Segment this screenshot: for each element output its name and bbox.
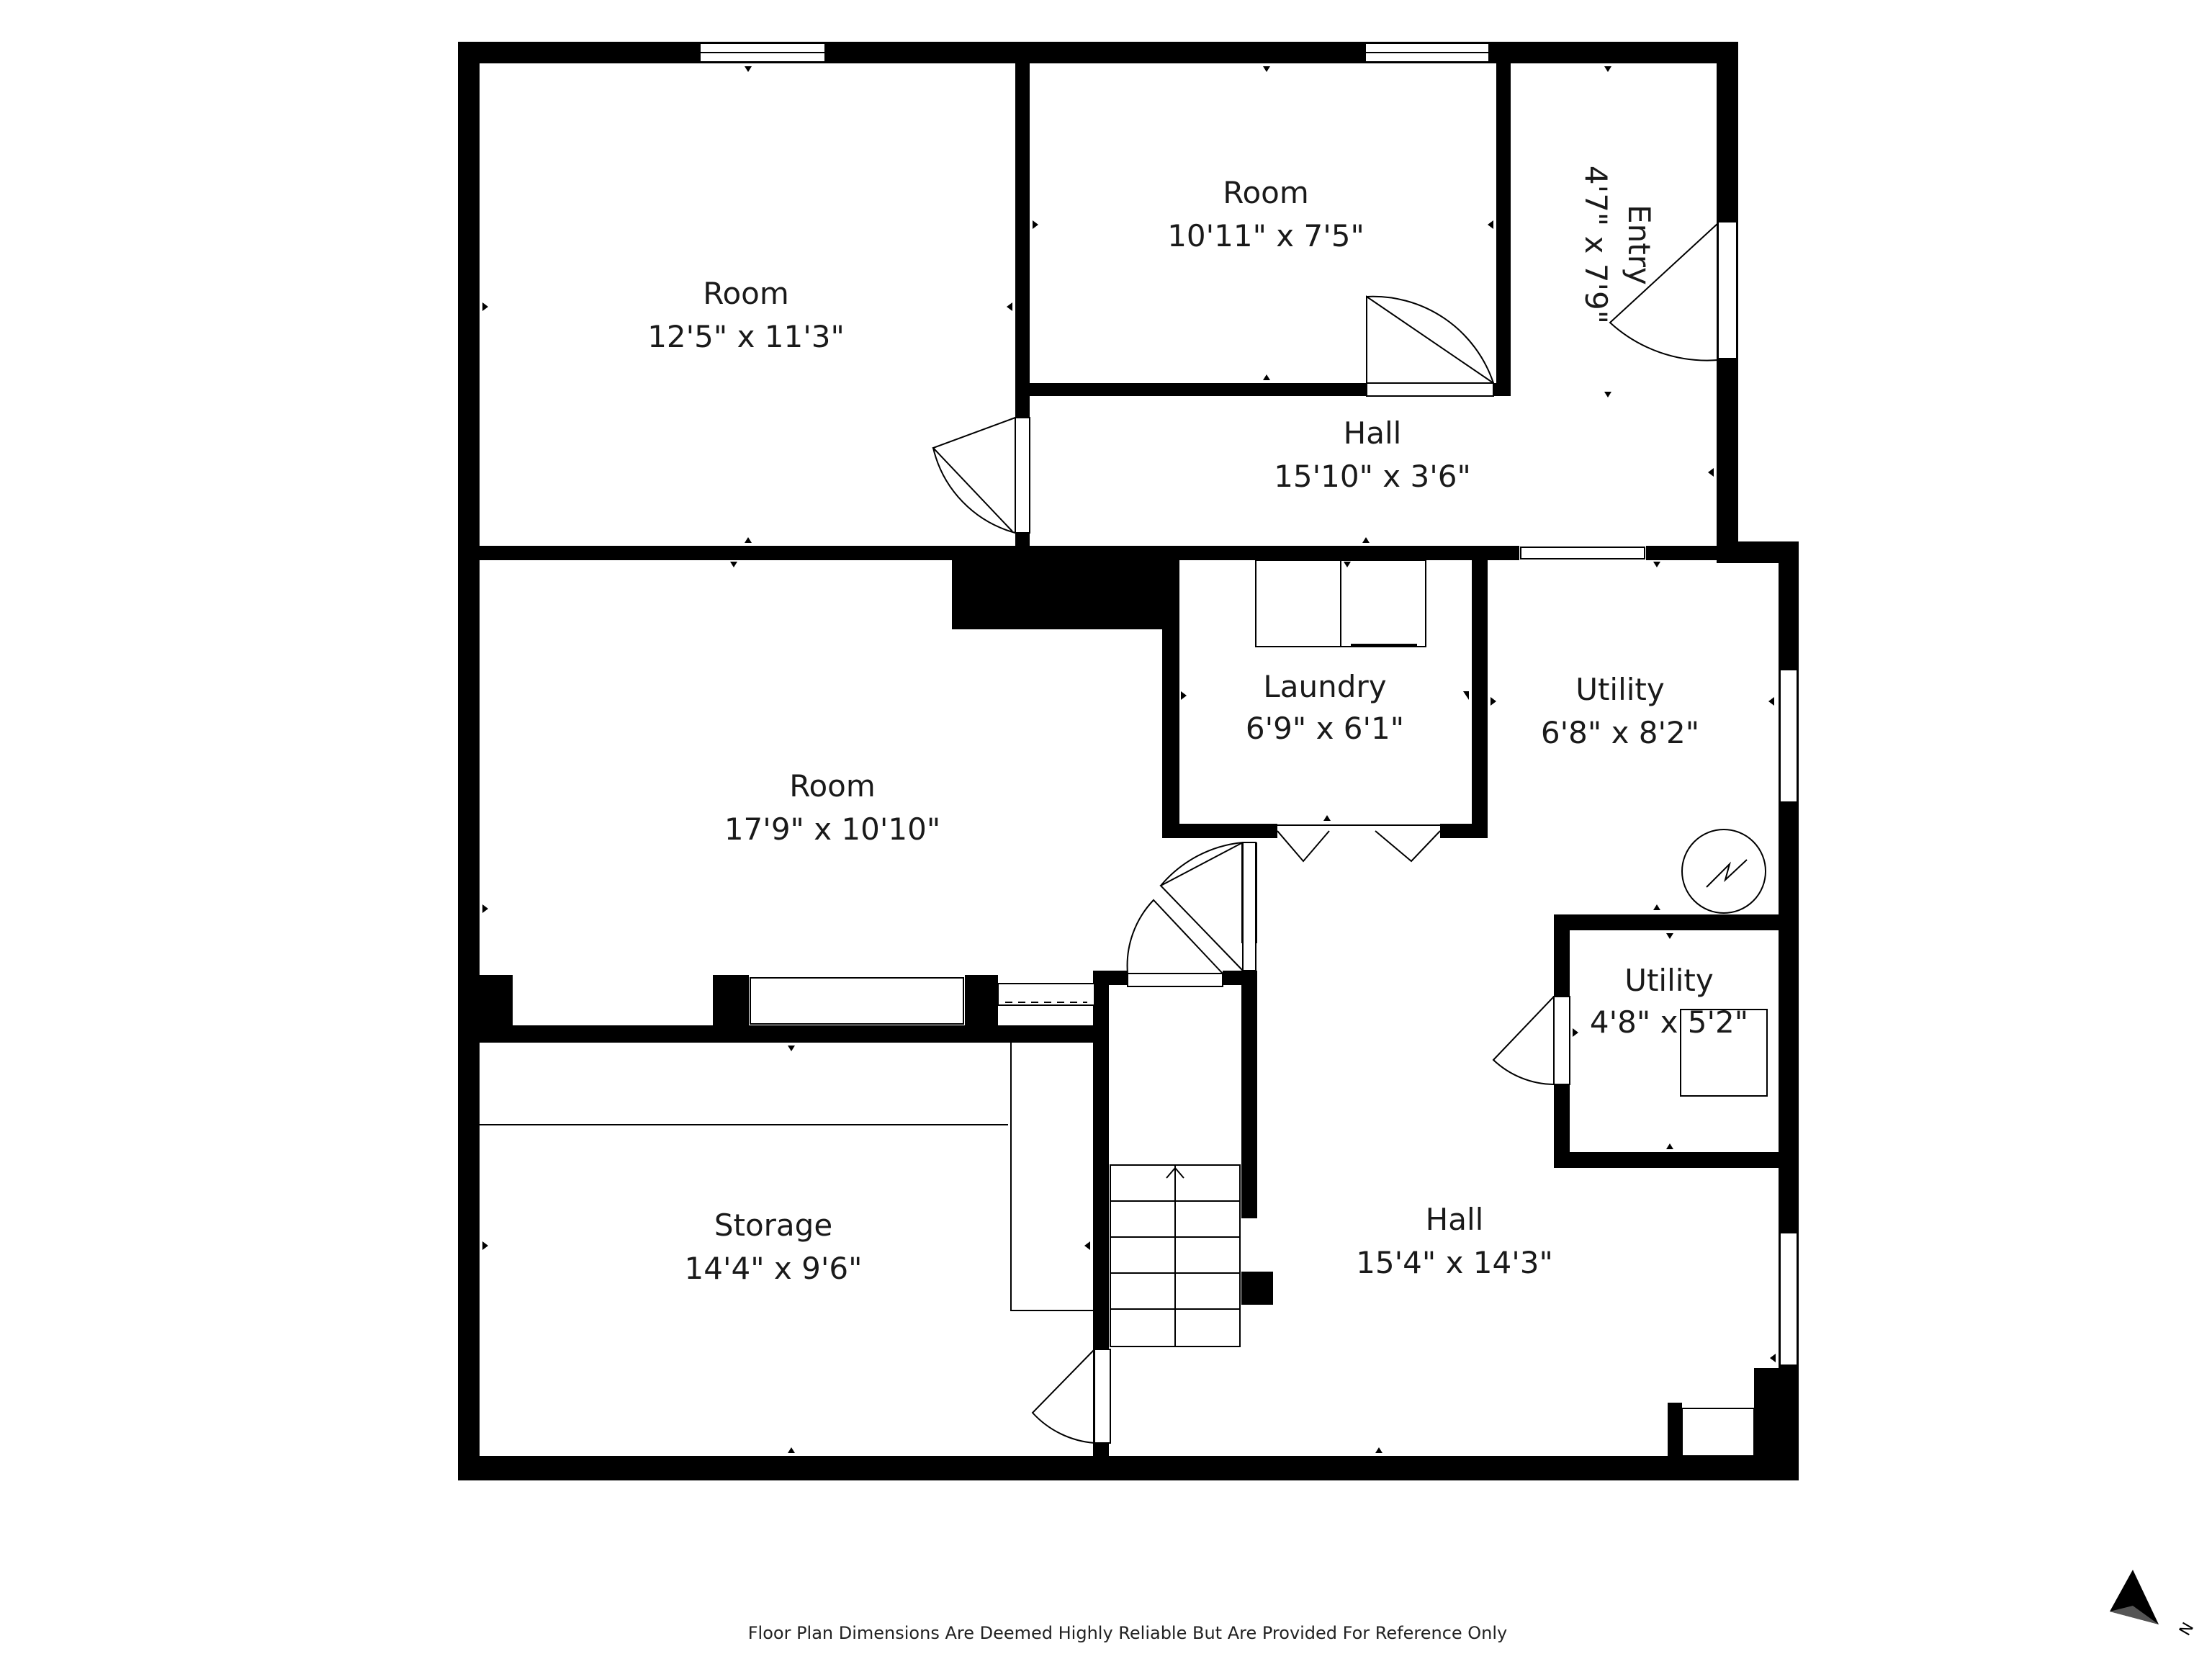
- room-top-left-name: Room: [703, 276, 789, 311]
- hall-top-name: Hall: [1344, 415, 1402, 451]
- utility-2-dims: 4'8" x 5'2": [1590, 1004, 1748, 1040]
- walls: [458, 42, 1799, 1480]
- window-room-mid: [750, 977, 964, 1025]
- doors: [932, 222, 1719, 1444]
- storage-name: Storage: [714, 1208, 832, 1243]
- opening-utility-top: [1520, 547, 1645, 559]
- water-heater: [1681, 829, 1766, 914]
- utility-2-name: Utility: [1624, 963, 1714, 998]
- fixtures: [480, 559, 1768, 1457]
- compass-label: N: [2176, 1619, 2198, 1639]
- disclaimer: Floor Plan Dimensions Are Deemed Highly …: [748, 1623, 1508, 1643]
- compass-icon: N: [2110, 1570, 2198, 1639]
- hall-bottom-name: Hall: [1426, 1202, 1484, 1237]
- laundry-name: Laundry: [1263, 669, 1386, 704]
- entry-name: Entry: [1622, 204, 1657, 285]
- washer: [1255, 559, 1341, 647]
- window-hall-right: [1779, 1232, 1798, 1366]
- room-labels: Room 12'5" x 11'3" Room 10'11" x 7'5" En…: [647, 166, 1748, 1286]
- window-utility: [1779, 669, 1798, 803]
- utility-1-name: Utility: [1575, 672, 1665, 707]
- room-mid-name: Room: [789, 768, 876, 804]
- utility-1-dims: 6'8" x 8'2": [1541, 715, 1699, 750]
- hall-top-dims: 15'10" x 3'6": [1274, 459, 1471, 494]
- dryer: [1340, 559, 1426, 647]
- room-top-left-dims: 12'5" x 11'3": [647, 319, 845, 354]
- windows: [699, 42, 1798, 1366]
- window-entry: [1717, 221, 1737, 359]
- room-mid-dims: 17'9" x 10'10": [724, 811, 940, 847]
- hall-bottom-dims: 15'4" x 14'3": [1356, 1245, 1553, 1280]
- dimension-markers: [482, 66, 1776, 1453]
- laundry-dims: 6'9" x 6'1": [1246, 711, 1404, 746]
- room-top-mid-name: Room: [1223, 175, 1309, 210]
- storage-dims: 14'4" x 9'6": [685, 1251, 863, 1286]
- entry-dims: 4'7" x 7'9": [1578, 166, 1614, 324]
- room-top-mid-dims: 10'11" x 7'5": [1167, 218, 1364, 253]
